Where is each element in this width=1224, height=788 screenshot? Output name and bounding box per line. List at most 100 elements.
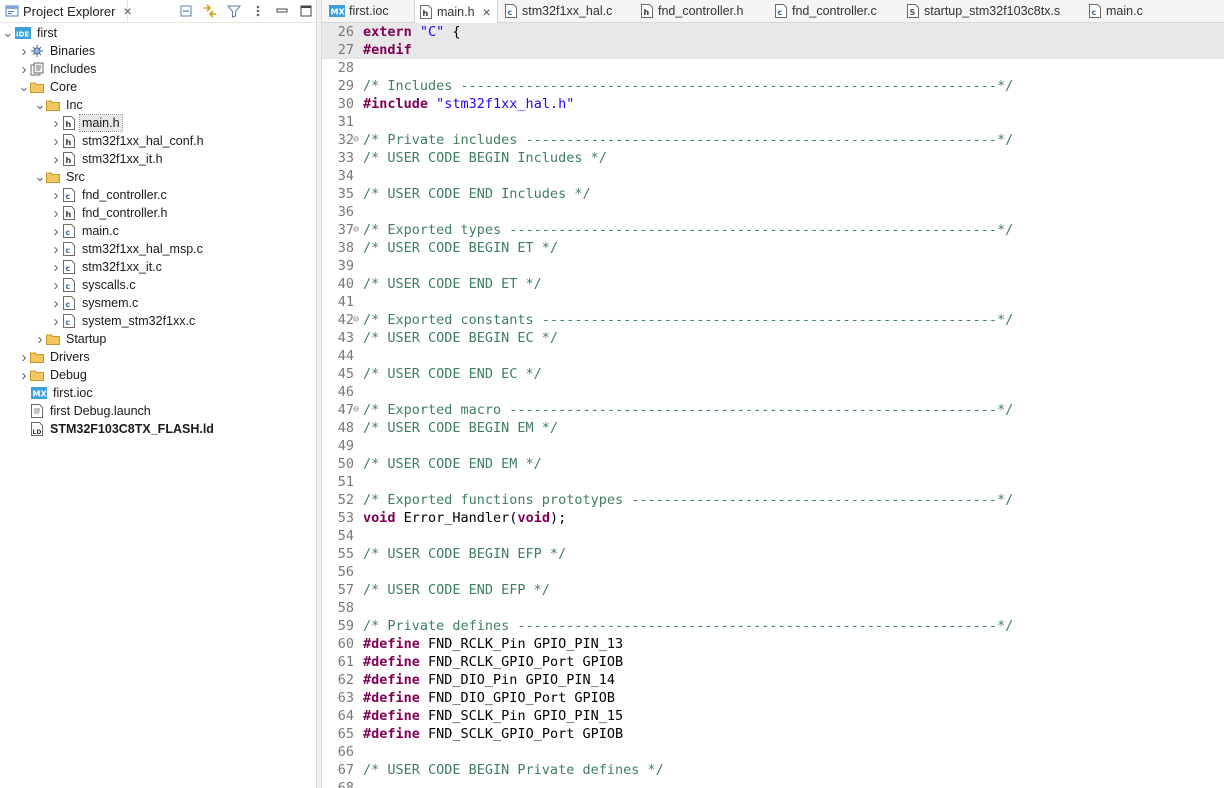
code-line[interactable]: 46 — [322, 383, 1224, 401]
code-line[interactable]: 61#define FND_RCLK_GPIO_Port GPIOB — [322, 653, 1224, 671]
code-line[interactable]: 42⊖/* Exported constants ---------------… — [322, 311, 1224, 329]
tree-item-core[interactable]: ⌄Core — [18, 78, 79, 96]
code-line[interactable]: 44 — [322, 347, 1224, 365]
tree-item-src[interactable]: ⌄Src — [34, 168, 87, 186]
fold-toggle-icon[interactable]: ⊖ — [353, 314, 360, 325]
code-line[interactable]: 50/* USER CODE END EM */ — [322, 455, 1224, 473]
code-line[interactable]: 59/* Private defines -------------------… — [322, 617, 1224, 635]
chevron-right-icon[interactable]: › — [53, 132, 59, 150]
chevron-right-icon[interactable]: › — [21, 348, 27, 366]
chevron-right-icon[interactable]: › — [53, 150, 59, 168]
code-line[interactable]: 34 — [322, 167, 1224, 185]
chevron-right-icon[interactable]: › — [53, 204, 59, 222]
code-line[interactable]: 39 — [322, 257, 1224, 275]
tree-item-startup[interactable]: ›Startup — [34, 330, 108, 348]
code-line[interactable]: 47⊖/* Exported macro -------------------… — [322, 401, 1224, 419]
code-line[interactable]: 63#define FND_DIO_GPIO_Port GPIOB — [322, 689, 1224, 707]
code-line[interactable]: 68 — [322, 779, 1224, 788]
chevron-right-icon[interactable]: › — [21, 60, 27, 78]
fold-toggle-icon[interactable]: ⊖ — [353, 224, 360, 235]
view-menu-icon[interactable] — [250, 3, 266, 19]
chevron-right-icon[interactable]: › — [53, 114, 59, 132]
fold-toggle-icon[interactable]: ⊖ — [353, 134, 360, 145]
code-line[interactable]: 65#define FND_SCLK_GPIO_Port GPIOB — [322, 725, 1224, 743]
code-line[interactable]: 37⊖/* Exported types -------------------… — [322, 221, 1224, 239]
maximize-icon[interactable] — [298, 3, 314, 19]
code-line[interactable]: 38/* USER CODE BEGIN ET */ — [322, 239, 1224, 257]
code-line[interactable]: 45/* USER CODE END EC */ — [322, 365, 1224, 383]
code-line[interactable]: 31 — [322, 113, 1224, 131]
chevron-right-icon[interactable]: › — [53, 294, 59, 312]
chevron-right-icon[interactable]: › — [53, 312, 59, 330]
code-line[interactable]: 51 — [322, 473, 1224, 491]
minimize-icon[interactable] — [274, 3, 290, 19]
chevron-right-icon[interactable]: › — [53, 222, 59, 240]
code-line[interactable]: 32⊖/* Private includes -----------------… — [322, 131, 1224, 149]
code-line[interactable]: 64#define FND_SCLK_Pin GPIO_PIN_15 — [322, 707, 1224, 725]
tab-project-explorer[interactable]: Project Explorer × — [0, 0, 132, 22]
chevron-right-icon[interactable]: › — [37, 330, 43, 348]
code-line[interactable]: 66 — [322, 743, 1224, 761]
filter-icon[interactable] — [226, 3, 242, 19]
tree-item-drivers[interactable]: ›Drivers — [18, 348, 92, 366]
code-line[interactable]: 28 — [322, 59, 1224, 77]
tree-item-inc[interactable]: ⌄Inc — [34, 96, 85, 114]
code-line[interactable]: 40/* USER CODE END ET */ — [322, 275, 1224, 293]
tree-item-binaries[interactable]: ›Binaries — [18, 42, 97, 60]
close-icon[interactable]: × — [123, 3, 132, 19]
code-line[interactable]: 30#include "stm32f1xx_hal.h" — [322, 95, 1224, 113]
pane-divider[interactable] — [316, 0, 322, 788]
tree-item-launch[interactable]: first Debug.launch — [18, 402, 153, 420]
code-line[interactable]: 27#endif — [322, 41, 1224, 59]
tree-item-debug[interactable]: ›Debug — [18, 366, 89, 384]
chevron-right-icon[interactable]: › — [53, 276, 59, 294]
code-line[interactable]: 62#define FND_DIO_Pin GPIO_PIN_14 — [322, 671, 1224, 689]
chevron-right-icon[interactable]: › — [21, 42, 27, 60]
code-line[interactable]: 35/* USER CODE END Includes */ — [322, 185, 1224, 203]
code-line[interactable]: 67/* USER CODE BEGIN Private defines */ — [322, 761, 1224, 779]
fold-toggle-icon[interactable]: ⊖ — [353, 404, 360, 415]
code-line[interactable]: 60#define FND_RCLK_Pin GPIO_PIN_13 — [322, 635, 1224, 653]
code-line[interactable]: 58 — [322, 599, 1224, 617]
chevron-right-icon[interactable]: › — [53, 240, 59, 258]
chevron-down-icon[interactable]: ⌄ — [34, 97, 46, 112]
close-icon[interactable]: × — [482, 3, 491, 20]
code-line[interactable]: 52/* Exported functions prototypes -----… — [322, 491, 1224, 509]
code-line[interactable]: 54 — [322, 527, 1224, 545]
chevron-right-icon[interactable]: › — [53, 186, 59, 204]
code-line[interactable]: 48/* USER CODE BEGIN EM */ — [322, 419, 1224, 437]
chevron-right-icon[interactable]: › — [21, 366, 27, 384]
chevron-down-icon[interactable]: ⌄ — [2, 25, 14, 40]
code-line[interactable]: 57/* USER CODE END EFP */ — [322, 581, 1224, 599]
chevron-down-icon[interactable]: ⌄ — [18, 79, 30, 94]
code-line[interactable]: 56 — [322, 563, 1224, 581]
code-line[interactable]: 55/* USER CODE BEGIN EFP */ — [322, 545, 1224, 563]
chevron-down-icon[interactable]: ⌄ — [34, 169, 46, 184]
code-line[interactable]: 36 — [322, 203, 1224, 221]
tree-item-includes[interactable]: ›Includes — [18, 60, 99, 78]
link-editor-icon[interactable] — [202, 3, 218, 19]
code-line[interactable]: 41 — [322, 293, 1224, 311]
code-line[interactable]: 43/* USER CODE BEGIN EC */ — [322, 329, 1224, 347]
